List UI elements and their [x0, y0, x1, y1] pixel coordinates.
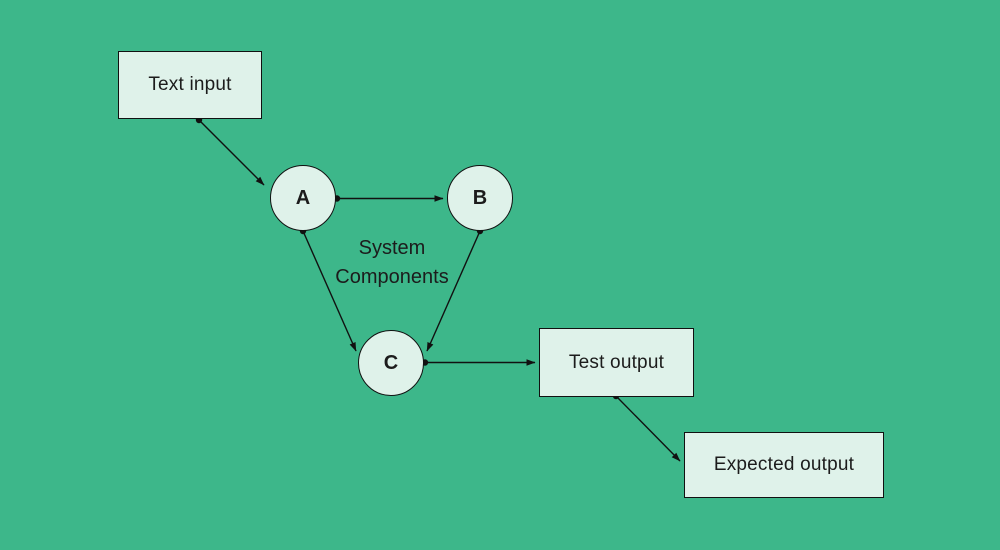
system-components-annotation: System Components [292, 234, 492, 292]
node-expected-output: Expected output [684, 432, 884, 498]
node-expected-output-label: Expected output [713, 454, 855, 475]
annotation-line-1: System [358, 237, 426, 259]
node-component-a-label: A [295, 186, 311, 209]
node-text-input-label: Text input [148, 74, 232, 95]
node-test-output: Test output [539, 328, 694, 397]
node-text-input: Text input [118, 51, 262, 119]
edge-a-to-b [333, 195, 444, 202]
node-component-b-label: B [472, 186, 488, 209]
annotation-line-2: Components [335, 266, 449, 288]
node-component-c-label: C [383, 351, 399, 374]
edge-test-output-to-expected-output [612, 392, 681, 462]
node-test-output-label: Test output [568, 351, 665, 373]
edge-text-input-to-a [195, 116, 265, 186]
edge-c-to-test-output [421, 359, 536, 366]
node-component-c: C [358, 330, 424, 396]
node-component-a: A [270, 165, 336, 231]
node-component-b: B [447, 165, 513, 231]
